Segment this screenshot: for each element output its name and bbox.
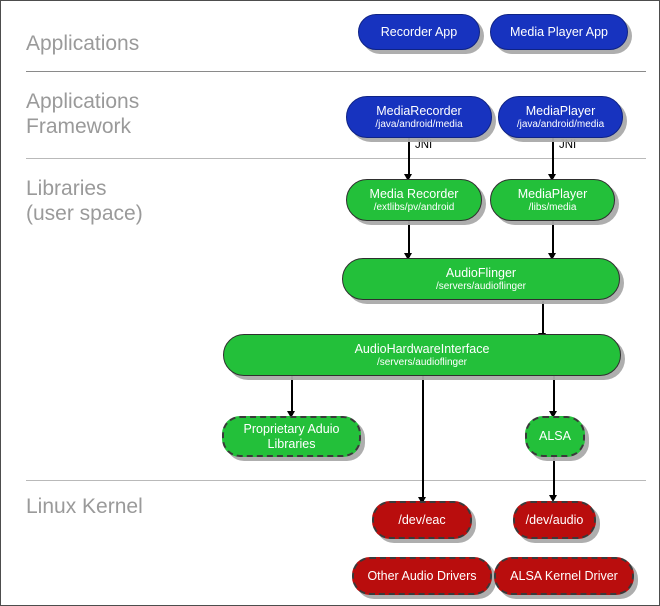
node-mediarecorder-framework[interactable]: MediaRecorder /java/android/media: [346, 96, 492, 138]
node-dev-eac-title: /dev/eac: [398, 512, 446, 527]
node-audiohardwareinterface-title: AudioHardwareInterface: [354, 341, 490, 356]
band-label-libraries: Libraries (user space): [26, 177, 143, 225]
band-label-linux-kernel: Linux Kernel: [26, 495, 143, 518]
node-audioflinger[interactable]: AudioFlinger /servers/audioflinger: [342, 258, 620, 300]
band-label-applications: Applications: [26, 32, 140, 55]
node-media-player-app-title: Media Player App: [510, 24, 608, 39]
divider-applications-framework: [26, 158, 646, 159]
node-recorder-app-title: Recorder App: [380, 24, 458, 39]
node-other-audio-drivers-title: Other Audio Drivers: [367, 568, 477, 583]
node-mediaplayer-framework-title: MediaPlayer: [525, 103, 596, 118]
node-alsa-kernel-driver-title: ALSA Kernel Driver: [510, 568, 618, 583]
node-proprietary-audio-libraries-subtitle: Libraries: [267, 436, 316, 451]
node-mediaplayer-library-title: MediaPlayer: [517, 186, 588, 201]
node-proprietary-audio-libraries[interactable]: Proprietary Aduio Libraries: [222, 416, 361, 457]
arrowhead-mediaplayer-to-audioflinger: [548, 253, 556, 260]
edge-label-jni-right: JNI: [559, 139, 577, 151]
arrowhead-mediaplayer-jni: [548, 174, 556, 181]
node-media-recorder-library[interactable]: Media Recorder /extlibs/pv/android: [346, 179, 482, 221]
arrowhead-audiohwinterface-to-dev-eac: [418, 497, 426, 504]
connector-mediarecorder-jni: [408, 138, 410, 178]
connector-audiohwinterface-to-dev-eac: [422, 375, 424, 501]
node-dev-audio-title: /dev/audio: [525, 512, 584, 527]
node-alsa-kernel-driver[interactable]: ALSA Kernel Driver: [494, 557, 634, 595]
node-audiohardwareinterface[interactable]: AudioHardwareInterface /servers/audiofli…: [223, 334, 621, 376]
arrowhead-media-recorder-to-audioflinger: [404, 253, 412, 260]
node-mediaplayer-library-path: /libs/media: [528, 201, 577, 213]
node-alsa[interactable]: ALSA: [525, 416, 585, 457]
node-mediarecorder-framework-path: /java/android/media: [375, 118, 463, 130]
arrowhead-alsa-to-dev-audio: [549, 495, 557, 502]
connector-audiohwinterface-to-proprietary: [291, 375, 293, 415]
arrowhead-audiohwinterface-to-proprietary: [287, 411, 295, 418]
node-recorder-app[interactable]: Recorder App: [358, 14, 480, 50]
connector-alsa-to-dev-audio: [553, 457, 555, 499]
connector-media-recorder-to-audioflinger: [408, 221, 410, 257]
band-label-applications-framework: Applications Framework: [26, 90, 140, 138]
node-media-recorder-library-path: /extlibs/pv/android: [373, 201, 455, 213]
node-audiohardwareinterface-path: /servers/audioflinger: [376, 356, 468, 368]
node-mediaplayer-framework-path: /java/android/media: [516, 118, 605, 130]
arrowhead-audiohwinterface-to-alsa: [549, 411, 557, 418]
node-alsa-title: ALSA: [539, 429, 571, 443]
edge-label-jni-left: JNI: [415, 139, 433, 151]
node-media-recorder-library-title: Media Recorder: [369, 186, 459, 201]
node-audioflinger-title: AudioFlinger: [445, 265, 517, 280]
node-mediarecorder-framework-title: MediaRecorder: [376, 103, 462, 118]
node-mediaplayer-framework[interactable]: MediaPlayer /java/android/media: [498, 96, 623, 138]
node-other-audio-drivers[interactable]: Other Audio Drivers: [352, 557, 492, 595]
node-audioflinger-path: /servers/audioflinger: [435, 280, 527, 292]
node-proprietary-audio-libraries-title: Proprietary Aduio: [243, 421, 340, 436]
connector-audiohwinterface-to-alsa: [553, 375, 555, 415]
arrowhead-mediarecorder-jni: [404, 174, 412, 181]
connector-audioflinger-to-audiohwinterface: [542, 301, 544, 337]
node-media-player-app[interactable]: Media Player App: [490, 14, 628, 50]
divider-applications: [26, 71, 646, 72]
connector-mediaplayer-jni: [552, 138, 554, 178]
node-dev-eac[interactable]: /dev/eac: [372, 501, 472, 539]
divider-linux-kernel: [26, 480, 646, 481]
connector-mediaplayer-to-audioflinger: [552, 221, 554, 257]
node-dev-audio[interactable]: /dev/audio: [513, 501, 596, 539]
node-mediaplayer-library[interactable]: MediaPlayer /libs/media: [490, 179, 615, 221]
